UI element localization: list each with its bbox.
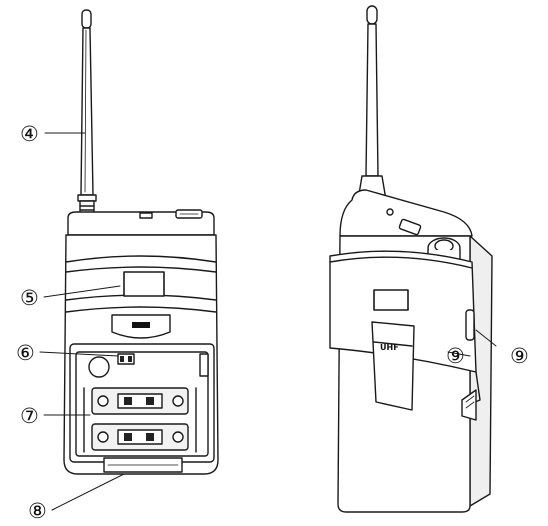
- perspective-view-transmitter: [329, 5, 493, 513]
- battery-lower: [91, 423, 189, 451]
- callout-5: ⑤: [20, 286, 39, 310]
- uhf-badge: UHF: [380, 343, 399, 352]
- lcd-display-left: [123, 271, 165, 297]
- callout-8: ⑧: [28, 499, 47, 523]
- leader-6: [39, 351, 119, 357]
- power-switch: [88, 356, 110, 378]
- callout-9-outer: ⑨: [510, 344, 529, 368]
- callout-4: ④: [20, 122, 39, 146]
- antenna-shaft-left: [80, 27, 94, 196]
- antenna-shaft-right: [365, 23, 379, 177]
- callout-7: ⑦: [20, 404, 39, 428]
- callout-9-inner: ⑨: [446, 344, 465, 368]
- lcd-display-right: [373, 289, 409, 311]
- leader-5: [43, 285, 121, 298]
- front-view-transmitter: [63, 9, 219, 475]
- antenna-left: [81, 9, 92, 29]
- callout-6: ⑥: [16, 341, 35, 365]
- top-face-right: [339, 189, 473, 237]
- battery-upper: [91, 387, 189, 415]
- leader-9b: [475, 329, 497, 347]
- leader-9a: [447, 351, 471, 357]
- leader-8: [51, 473, 125, 511]
